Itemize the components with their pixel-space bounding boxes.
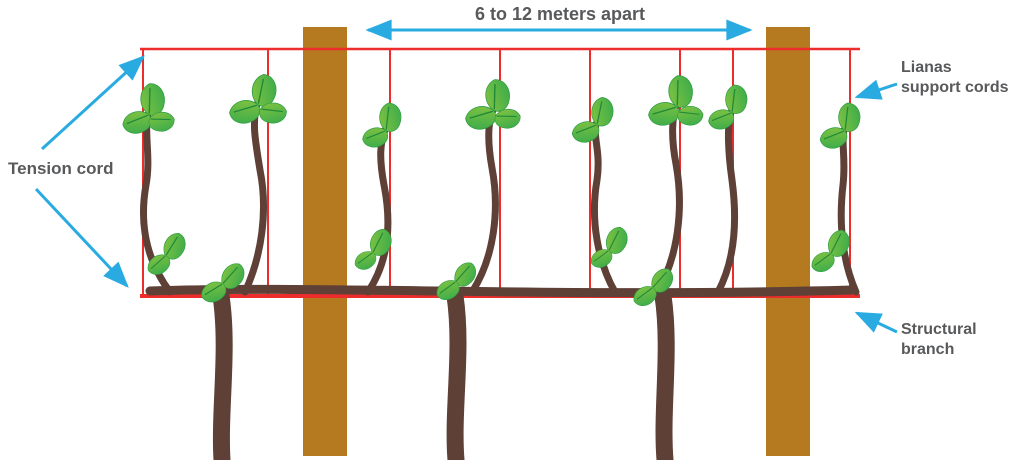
structural-branch-arrow <box>854 311 898 334</box>
vine-trunks <box>212 287 675 460</box>
tension-cord-arrow-top <box>40 55 145 151</box>
post-left <box>303 27 347 456</box>
structural-branch-label: Structural branch <box>901 320 977 360</box>
spacing-label: 6 to 12 meters apart <box>474 4 646 24</box>
structural-label-line1: Structural <box>901 321 977 338</box>
structural-label-line2: branch <box>901 341 955 358</box>
tension-cord-label: Tension cord <box>8 159 114 178</box>
lianas-support-cords-label: Lianas support cords <box>901 58 1009 98</box>
lianas-label-line2: support cords <box>901 79 1009 96</box>
lianas-support-arrow <box>854 79 898 100</box>
trellis-posts <box>303 27 810 456</box>
post-right <box>766 27 810 456</box>
annotation-arrows <box>34 19 898 334</box>
structural-branch-cordon <box>145 284 857 298</box>
lianas-label-line1: Lianas <box>901 59 952 76</box>
tension-cord-arrow-bottom <box>34 187 129 288</box>
